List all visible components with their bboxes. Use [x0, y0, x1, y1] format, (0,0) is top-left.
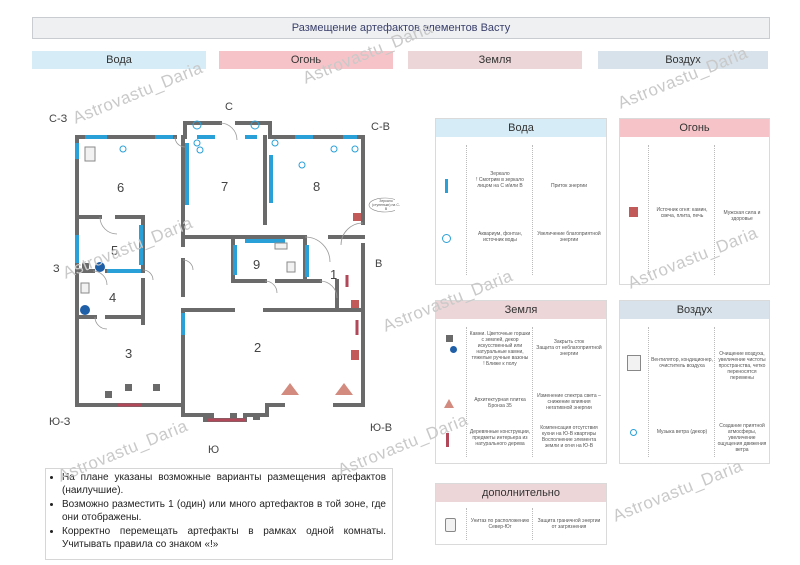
legend-effect: Компенсация отсутствия кухни на Ю-В квар…: [540, 425, 598, 449]
watermark: Astrovastu_Daria: [610, 456, 746, 526]
fan-icon: [627, 355, 641, 371]
flame-icon: [629, 207, 638, 217]
air-header-bar: Воздух: [598, 51, 768, 69]
direction-south: Ю: [208, 444, 220, 456]
mirror-callout: Зеркало (ступеньки) на С-В: [371, 199, 401, 211]
room-5-label: 5: [111, 243, 119, 258]
legend-desc: Камни. Цветочные горшки с землей, декор …: [469, 331, 531, 367]
pyramid-icon: [450, 346, 457, 353]
planter-icon: [446, 335, 453, 342]
legend-desc: Вентилятор, кондиционер, очиститель возд…: [651, 357, 713, 369]
legend-desc: Зеркало ! Смотрим в зеркало лицом на С и…: [476, 171, 524, 189]
legend-effect: Приток энергии: [550, 183, 588, 189]
direction-northwest: С-З: [49, 113, 68, 125]
floor-plan-drawing: [75, 120, 402, 422]
direction-north: С: [225, 101, 233, 113]
direction-southwest: Ю-З: [49, 416, 71, 428]
legend-air-title: Воздух: [620, 301, 769, 319]
floor-plan: С С-З С-В З В Ю Ю-З Ю-В 6 7 8 5 9 1 4 3 …: [45, 95, 402, 460]
bowl-icon: [445, 518, 456, 532]
legend-earth-title: Земля: [436, 301, 606, 319]
pyramid-icon: [444, 399, 454, 408]
legend-desc: Унитаз по расположению Север-Юг: [470, 518, 530, 530]
legend-effect: Очищение воздуха, увеличение чистоты про…: [718, 351, 766, 381]
windchime-icon: [630, 429, 637, 436]
notes-box: На плане указаны возможные варианты разм…: [45, 468, 393, 560]
legend-water-title: Вода: [436, 119, 606, 137]
circle-outline-icon: [442, 234, 451, 243]
direction-west: З: [53, 263, 60, 275]
water-header-bar: Вода: [32, 51, 206, 69]
legend-effect: Защита граничной энергии от загрязнения: [537, 518, 601, 530]
legend-desc: Архитектурная плитка Бронза 35: [474, 397, 526, 409]
room-3-label: 3: [125, 346, 133, 361]
direction-east: В: [375, 258, 383, 270]
legend-effect: Закрыть сток Защита от неблагоприятной э…: [536, 339, 602, 357]
direction-southeast: Ю-В: [370, 422, 393, 434]
legend-fire-title: Огонь: [620, 119, 769, 137]
room-9-label: 9: [253, 257, 261, 272]
legend-effect: Увеличение благоприятной энергии: [537, 231, 601, 243]
note-item: Возможно разместить 1 (один) или много а…: [62, 498, 386, 524]
blue-bar-icon: [445, 179, 448, 193]
note-item: На плане указаны возможные варианты разм…: [62, 471, 386, 497]
wood-bar-icon: [446, 433, 449, 447]
legend-effect: Создание приятной атмосферы, увеличение …: [717, 423, 767, 453]
room-7-label: 7: [221, 179, 229, 194]
earth-header-bar: Земля: [408, 51, 582, 69]
fire-header-bar: Огонь: [219, 51, 393, 69]
legend-air: Воздух Вентилятор, кондиционер, очистите…: [619, 300, 770, 464]
room-2-label: 2: [254, 340, 262, 355]
note-item: Корректно перемещать артефакты в рамках …: [62, 525, 386, 551]
room-1-label: 1: [330, 267, 338, 282]
room-4-label: 4: [109, 290, 117, 305]
legend-effect: Мужская сила и здоровье: [723, 210, 761, 222]
page-title: Размещение артефактов элементов Васту: [32, 17, 770, 39]
legend-earth: Земля Камни. Цветочные горшки с землей, …: [435, 300, 607, 464]
legend-extra: дополнительно Унитаз по расположению Сев…: [435, 483, 607, 545]
legend-effect: Изменение спектра света – снижение влиян…: [537, 393, 601, 411]
legend-fire: Огонь Источник огня: камин, свеча, плита…: [619, 118, 770, 285]
room-8-label: 8: [313, 179, 321, 194]
legend-desc: Деревянные конструкции, предметы интерье…: [469, 429, 531, 447]
legend-extra-title: дополнительно: [436, 484, 606, 502]
legend-desc: Источник огня: камин, свеча, плита, печь: [656, 207, 708, 219]
room-6-label: 6: [117, 180, 125, 195]
legend-water: Вода Зеркало ! Смотрим в зеркало лицом н…: [435, 118, 607, 285]
legend-desc: Музыка ветра (декор): [656, 429, 708, 435]
legend-desc: Аквариум, фонтан, источник воды: [478, 231, 522, 243]
direction-northeast: С-В: [371, 121, 390, 133]
